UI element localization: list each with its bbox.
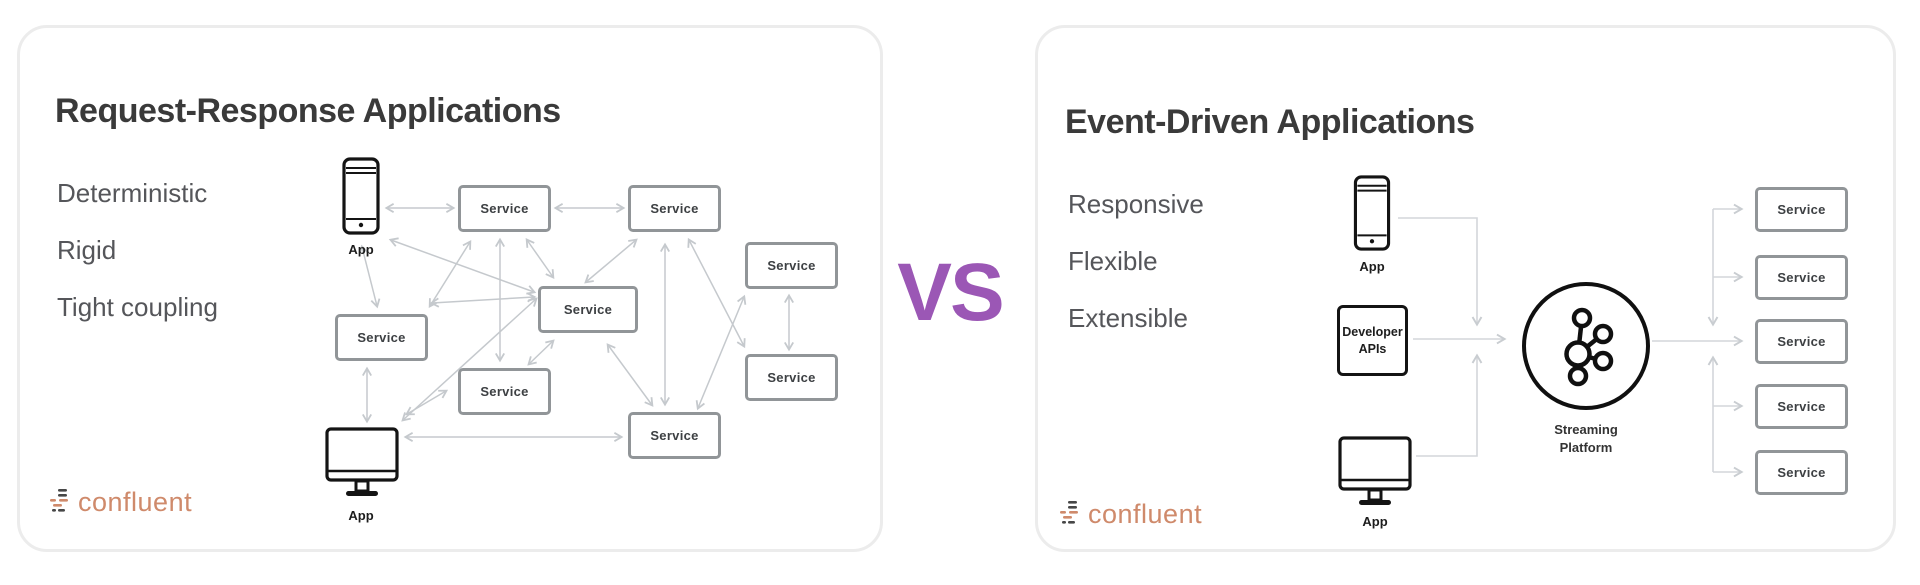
confluent-dashes-mark-icon <box>1060 501 1078 524</box>
phone-app-icon <box>1353 175 1391 251</box>
event-driven-card <box>1035 25 1896 552</box>
service-node: Service <box>628 185 721 232</box>
phone-app-label: App <box>348 242 374 257</box>
service-node: Service <box>335 314 428 361</box>
request-response-mesh-arrows <box>358 203 794 442</box>
trait-responsive: Responsive <box>1068 189 1204 219</box>
service-node: Service <box>458 185 551 232</box>
kafka-icon <box>1564 307 1614 387</box>
service-node: Service <box>745 354 838 401</box>
confluent-dashes-mark-icon <box>50 489 68 512</box>
service-node: Service <box>1755 319 1848 364</box>
service-node: Service <box>1755 255 1848 300</box>
confluent-logo: confluent <box>50 489 192 516</box>
service-node: Service <box>1755 384 1848 429</box>
service-node: Service <box>1755 187 1848 232</box>
service-node: Service <box>745 242 838 289</box>
confluent-logo: confluent <box>1060 501 1202 528</box>
event-driven-connectors <box>1398 203 1744 478</box>
monitor-app-label: App <box>348 508 374 523</box>
service-node: Service <box>1755 450 1848 495</box>
phone-app-icon <box>342 157 380 235</box>
confluent-logo-text: confluent <box>1088 499 1203 529</box>
trait-rigid: Rigid <box>57 235 117 265</box>
service-node: Service <box>628 412 721 459</box>
monitor-app-icon <box>1338 436 1412 505</box>
service-node: Service <box>538 286 638 333</box>
monitor-app-icon <box>325 427 399 496</box>
trait-deterministic: Deterministic <box>57 178 208 208</box>
request-response-title: Request-Response Applications <box>55 92 561 130</box>
monitor-app-label: App <box>1362 514 1388 529</box>
vs-label: VS <box>897 247 1004 338</box>
trait-extensible: Extensible <box>1068 303 1188 333</box>
trait-flexible: Flexible <box>1068 246 1158 276</box>
trait-tight-coupling: Tight coupling <box>57 292 218 322</box>
confluent-logo-text: confluent <box>78 487 193 517</box>
developer-apis-node: Developer APIs <box>1337 305 1408 376</box>
streaming-platform-circle <box>1522 282 1650 410</box>
service-node: Service <box>458 368 551 415</box>
phone-app-label: App <box>1359 259 1385 274</box>
streaming-platform-label: Streaming Platform <box>1554 422 1618 456</box>
event-driven-title: Event-Driven Applications <box>1065 103 1475 141</box>
